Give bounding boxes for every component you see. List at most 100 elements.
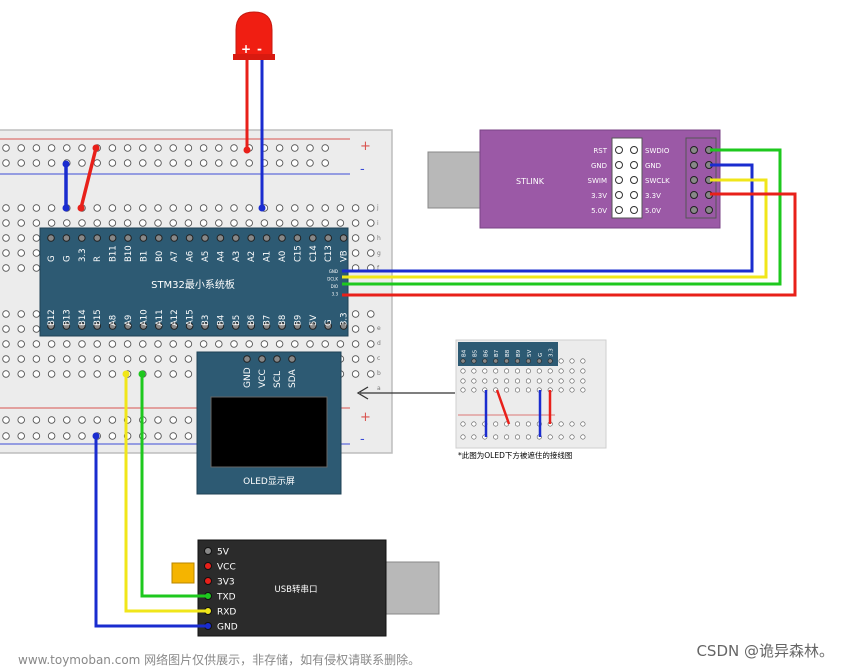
breadboard-hole xyxy=(2,432,10,440)
inset-pin xyxy=(482,358,488,364)
breadboard-hole xyxy=(154,219,162,227)
breadboard-hole xyxy=(32,355,41,363)
stm32-pin-label: A5 xyxy=(201,251,211,262)
inset-pin xyxy=(536,358,542,364)
inset-hole xyxy=(471,387,477,393)
row-letter: e xyxy=(377,325,381,332)
usb-serial-jumper xyxy=(171,562,195,584)
stlink-left-pin xyxy=(615,206,623,214)
breadboard-hole xyxy=(78,340,86,348)
breadboard-hole xyxy=(291,219,299,227)
row-letter: h xyxy=(377,235,381,242)
breadboard-hole xyxy=(367,310,375,318)
breadboard-hole xyxy=(63,144,71,152)
oled-pin-label: GND xyxy=(243,367,253,388)
breadboard-hole xyxy=(275,340,284,348)
inset-hole xyxy=(580,368,586,374)
inset-hole xyxy=(558,421,564,427)
breadboard-hole xyxy=(169,219,177,227)
breadboard-hole xyxy=(32,249,41,257)
inset-pin-label: B4 xyxy=(462,349,468,357)
swdio-wire xyxy=(342,148,782,286)
stm32-pin-label: 3.3 xyxy=(78,248,88,262)
stm32-pin-label: C13 xyxy=(324,245,334,262)
breadboard-hole xyxy=(17,310,25,318)
stm32-pin-label: B14 xyxy=(78,309,88,326)
inset-hole xyxy=(514,434,520,440)
breadboard-hole xyxy=(17,340,25,348)
inset-hole xyxy=(569,358,575,364)
breadboard-hole xyxy=(260,219,269,227)
stm32-pin xyxy=(262,234,271,242)
breadboard-hole xyxy=(17,264,25,272)
inset-pin-label: 3.3 xyxy=(549,348,555,357)
stlink-right-pin xyxy=(705,206,713,214)
inset-pin-label: B8 xyxy=(505,349,511,357)
inset-hole xyxy=(514,387,520,393)
stlink-right-pin xyxy=(690,206,698,214)
led-minus-label: - xyxy=(257,42,262,56)
oled-title: OLED显示屏 xyxy=(243,476,295,487)
inset-hole xyxy=(580,378,586,384)
usb-serial-pin-label: VCC xyxy=(217,563,236,573)
breadboard-hole xyxy=(275,159,284,167)
breadboard-hole xyxy=(2,249,10,257)
inset-hole xyxy=(580,421,586,427)
breadboard-hole xyxy=(123,355,132,363)
inset-hole xyxy=(493,421,499,427)
breadboard-hole xyxy=(123,144,132,152)
stm32-pin xyxy=(339,234,348,242)
breadboard-hole xyxy=(321,144,329,152)
inset-hole xyxy=(460,378,466,384)
inset-pin xyxy=(460,358,466,364)
inset-hole xyxy=(525,421,531,427)
stlink-left-pin xyxy=(615,191,623,199)
breadboard-hole xyxy=(367,340,375,348)
breadboard-hole xyxy=(184,416,193,424)
stm32-pin xyxy=(185,322,194,330)
stlink-left-pin xyxy=(615,146,623,154)
stm32-pin-label: 3.3 xyxy=(340,312,350,326)
stm32-pin xyxy=(124,322,132,330)
inset-hole xyxy=(525,387,531,393)
stm32-pin-label: B8 xyxy=(278,315,288,326)
stm32-pin xyxy=(232,234,240,242)
stm32-pin xyxy=(309,322,317,330)
breadboard-hole xyxy=(2,340,10,348)
oled-screen xyxy=(210,396,328,468)
inset-hole xyxy=(460,368,466,374)
inset-hole xyxy=(536,378,542,384)
breadboard-hole xyxy=(63,432,71,440)
breadboard-hole xyxy=(245,340,253,348)
stm32-pin-label: 5V xyxy=(309,315,319,326)
inset-hole xyxy=(558,368,564,374)
breadboard-hole xyxy=(123,340,132,348)
inset-red-wire-1 xyxy=(495,389,511,425)
breadboard-hole xyxy=(245,219,253,227)
breadboard-hole xyxy=(47,159,56,167)
breadboard-hole xyxy=(154,144,162,152)
stm32-pin-label: C15 xyxy=(293,245,303,262)
breadboard-hole xyxy=(230,204,238,212)
breadboard-hole xyxy=(139,340,147,348)
inset-hole xyxy=(569,378,575,384)
breadboard-hole xyxy=(154,416,162,424)
breadboard-hole xyxy=(63,416,71,424)
stm32-pin xyxy=(216,322,225,330)
breadboard-hole xyxy=(291,340,299,348)
oled-pin-label: SDA xyxy=(288,369,298,388)
stm32-pin xyxy=(155,322,163,330)
usb-serial-pin-label: GND xyxy=(217,623,238,633)
breadboard-hole xyxy=(108,416,117,424)
breadboard-hole xyxy=(169,204,177,212)
stm32-pin xyxy=(78,322,86,330)
inset-pin xyxy=(493,358,499,364)
breadboard-hole xyxy=(215,159,223,167)
breadboard-hole xyxy=(184,159,193,167)
stm32-pin xyxy=(232,322,240,330)
stlink-right-pin xyxy=(690,161,698,169)
